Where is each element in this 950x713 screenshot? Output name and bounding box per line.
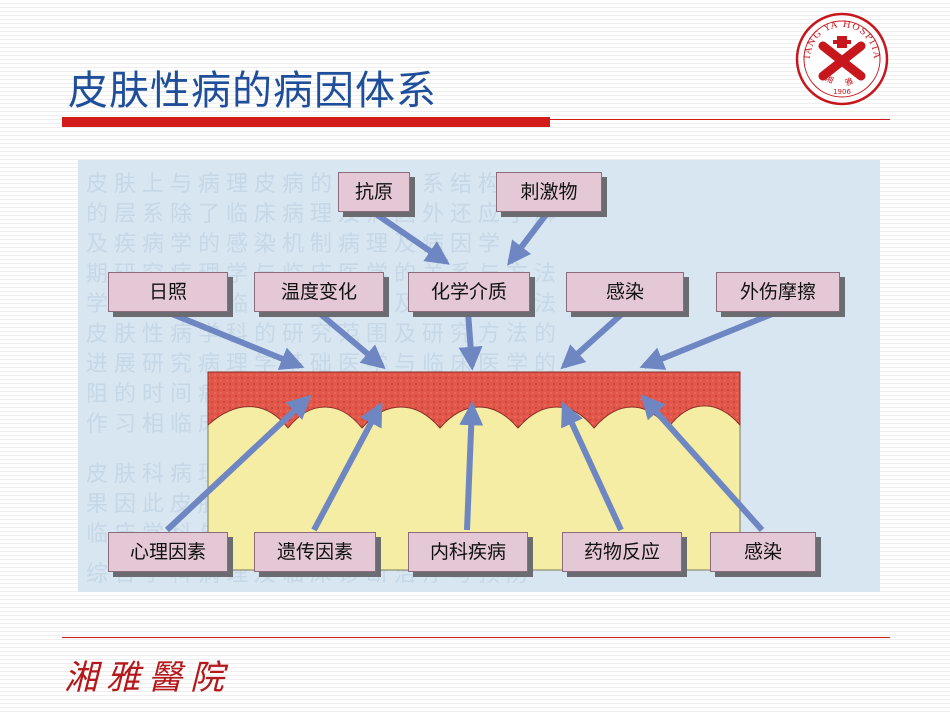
hospital-brand-calligraphy: 湘雅醫院 bbox=[64, 658, 232, 698]
cause-arrow-internal-1 bbox=[311, 401, 383, 532]
footer-rule bbox=[62, 637, 890, 638]
cause-box-external-4: 外伤摩擦 bbox=[716, 272, 840, 312]
cause-arrow-top-1 bbox=[507, 210, 551, 266]
skin-layer-illustration bbox=[164, 209, 779, 571]
cause-arrow-external-0 bbox=[165, 309, 305, 370]
cause-arrow-external-2 bbox=[458, 311, 483, 371]
cause-arrow-internal-3 bbox=[561, 401, 624, 532]
title-underline-bar bbox=[62, 117, 550, 127]
hospital-logo-icon: XIANG YA HOSPITAL 湘 雅 1906 bbox=[795, 12, 889, 106]
title-underline-rule bbox=[62, 119, 890, 120]
cause-arrow-internal-4 bbox=[640, 394, 765, 532]
cause-arrow-external-4 bbox=[639, 309, 779, 370]
cause-box-internal-4: 感染 bbox=[710, 532, 816, 572]
cause-box-top-0: 抗原 bbox=[338, 172, 410, 212]
cause-box-internal-0: 心理因素 bbox=[108, 532, 228, 572]
cause-arrow-internal-0 bbox=[164, 394, 312, 533]
cause-box-external-3: 感染 bbox=[566, 272, 684, 312]
cause-box-external-0: 日照 bbox=[108, 272, 228, 312]
cause-box-external-1: 温度变化 bbox=[254, 272, 384, 312]
slide-title: 皮肤性病的病因体系 bbox=[68, 68, 437, 114]
cause-arrow-internal-2 bbox=[459, 401, 484, 531]
logo-year: 1906 bbox=[833, 88, 851, 96]
cause-arrow-external-1 bbox=[316, 309, 386, 370]
etiology-diagram: 皮肤上与病理皮病的病因体系结构图示 的层系除了临床病理及病因外还应了解 及疾病学… bbox=[78, 160, 880, 592]
cause-box-internal-1: 遗传因素 bbox=[254, 532, 376, 572]
cause-arrow-external-3 bbox=[560, 309, 627, 370]
cause-box-internal-3: 药物反应 bbox=[562, 532, 682, 572]
cause-box-top-1: 刺激物 bbox=[496, 172, 602, 212]
cause-box-external-2: 化学介质 bbox=[408, 272, 530, 312]
cause-arrow-top-0 bbox=[371, 209, 450, 265]
cause-box-internal-2: 内科疾病 bbox=[408, 532, 528, 572]
